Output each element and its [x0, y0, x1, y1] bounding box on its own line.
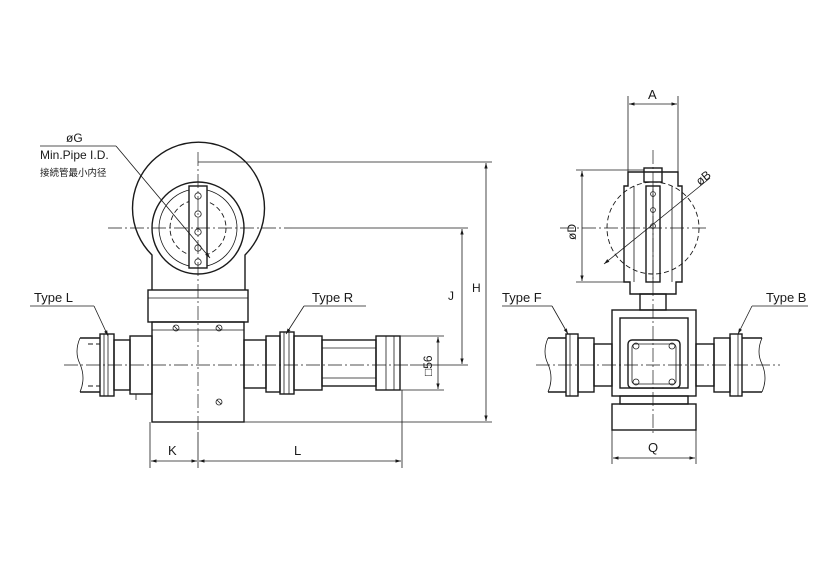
screw-icon [668, 378, 676, 386]
label-type-r: Type R [312, 290, 353, 305]
side-upper-body [623, 171, 683, 295]
side-dimensions [502, 96, 808, 464]
front-upper-housing [131, 141, 266, 290]
label-dim-q: Q [648, 440, 658, 455]
screw-icon [632, 378, 640, 386]
screw-icon [215, 398, 223, 406]
label-type-f: Type F [502, 290, 542, 305]
screw-icon [172, 324, 180, 332]
label-dim-k: K [168, 443, 177, 458]
label-dim-j: J [448, 289, 454, 303]
label-dim-phi-b: øB [693, 168, 714, 189]
screw-icon [215, 324, 223, 332]
front-view [64, 141, 410, 432]
screw-icon [632, 342, 640, 350]
label-dim-h: H [472, 281, 481, 295]
label-min-pipe-jp: 接続管最小内径 [40, 167, 107, 179]
side-square-window [627, 339, 681, 389]
right-pipe-connection [243, 331, 401, 395]
flap-bolt-icon [194, 210, 202, 218]
label-dim-phi-d: øD [565, 224, 579, 240]
side-view [536, 150, 780, 434]
screw-icon [668, 342, 676, 350]
label-dim-l: L [294, 443, 301, 458]
label-type-b: Type B [766, 290, 806, 305]
label-dim-56: □56 [421, 355, 435, 376]
front-dimensions [30, 145, 492, 468]
label-type-l: Type L [34, 290, 73, 305]
left-pipe-connection [76, 333, 153, 400]
label-dim-a: A [648, 87, 657, 102]
side-left-pipe [544, 333, 613, 397]
label-phi-g: øG [66, 131, 83, 145]
label-min-pipe: Min.Pipe I.D. [40, 148, 109, 162]
